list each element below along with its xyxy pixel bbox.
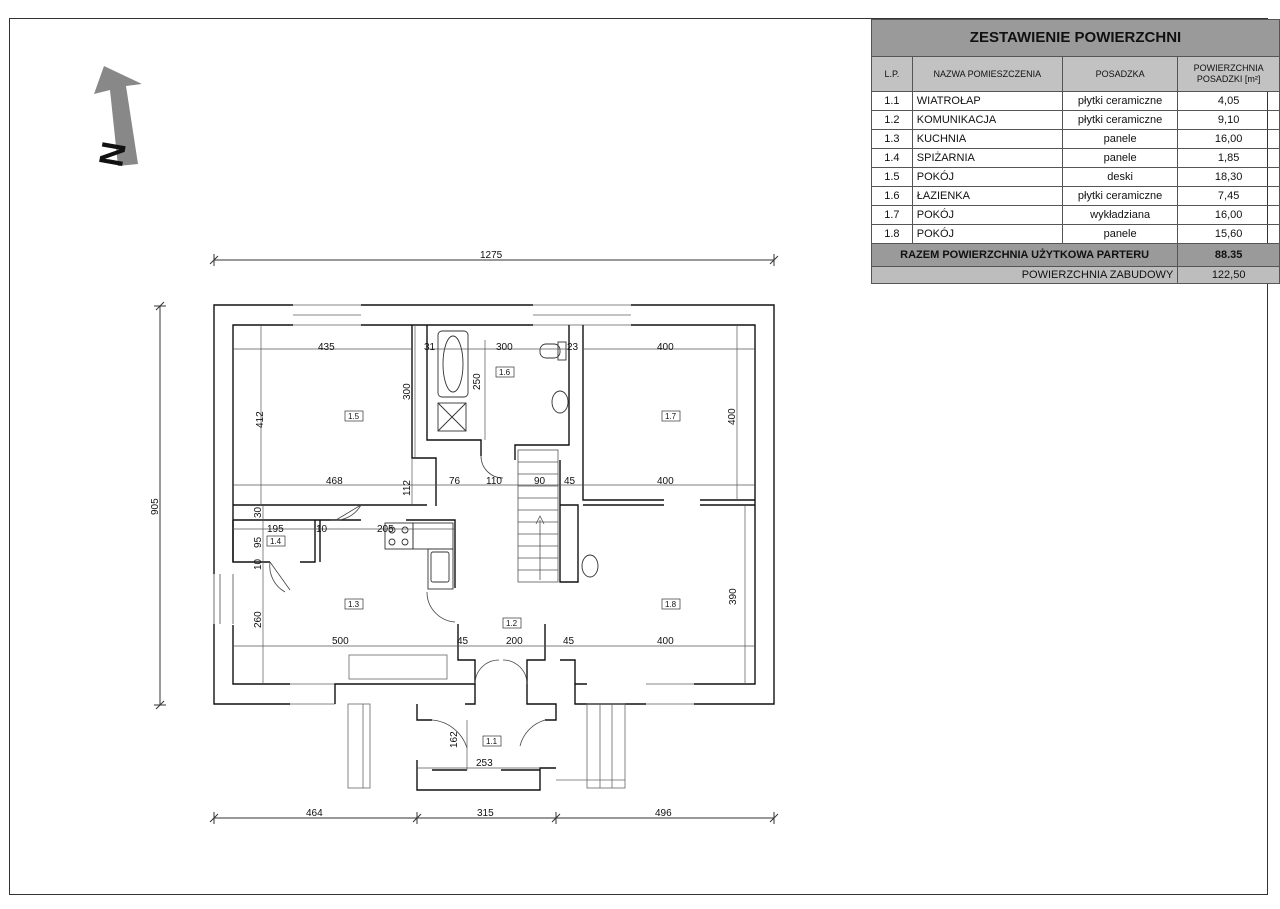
overall-width-label: 1275 (480, 250, 503, 261)
header-floor: POSADZKA (1061, 56, 1179, 92)
table-row: 1.7 POKÓJ wykładziana 16,00 (871, 205, 1280, 225)
bathtub-icon (437, 330, 469, 398)
room-tag-1-1: 1.1 (486, 737, 498, 746)
dim-30: 30 (253, 506, 264, 518)
dim-195: 195 (267, 524, 284, 535)
header-room-name: NAZWA POMIESZCZENIA (911, 56, 1063, 92)
table-row: 1.6 ŁAZIENKA płytki ceramiczne 7,45 (871, 186, 1280, 206)
room-tag-1-7: 1.7 (665, 412, 677, 421)
dim-90: 90 (534, 476, 546, 487)
total-label: RAZEM POWIERZCHNIA UŻYTKOWA PARTERU (870, 243, 1179, 267)
total-value: 88.35 (1177, 243, 1280, 267)
header-lp: L.P. (871, 56, 913, 92)
toilet-icon (539, 343, 561, 359)
dim-31: 31 (424, 342, 436, 353)
bottom-dim-left: 464 (306, 808, 323, 819)
built-area-value: 122,50 (1177, 266, 1280, 284)
dim-500: 500 (332, 636, 349, 647)
table-row: 1.4 SPIŻARNIA panele 1,85 (871, 148, 1280, 168)
interior-walls (232, 325, 755, 791)
room-tag-1-3: 1.3 (348, 600, 360, 609)
dim-10b: 10 (253, 558, 264, 570)
dim-400c: 400 (657, 636, 674, 647)
sheet-frame (9, 18, 1268, 895)
dim-95: 95 (253, 536, 264, 548)
overall-height-label: 905 (150, 498, 161, 515)
dim-400v: 400 (727, 408, 738, 425)
dim-260: 260 (253, 611, 264, 628)
interior-dimension-lines (233, 325, 755, 770)
table-row: 1.8 POKÓJ panele 15,60 (871, 224, 1280, 244)
table-row: 1.5 POKÓJ deski 18,30 (871, 167, 1280, 187)
dim-45c: 45 (563, 636, 575, 647)
kitchen-sink-icon (430, 551, 450, 583)
dim-400b: 400 (657, 476, 674, 487)
overall-width-dimension (209, 254, 779, 266)
staircase (517, 449, 559, 583)
bathroom-fixtures (437, 330, 599, 578)
shower-icon (437, 402, 467, 432)
dim-250: 250 (472, 373, 483, 390)
sink-icon (581, 554, 599, 578)
total-row: RAZEM POWIERZCHNIA UŻYTKOWA PARTERU 88.3… (870, 243, 1280, 267)
dim-45b: 45 (457, 636, 469, 647)
north-label: N (91, 139, 133, 170)
room-tag-1-6: 1.6 (499, 368, 511, 377)
dim-10: 10 (316, 524, 328, 535)
dim-205: 205 (377, 524, 394, 535)
bottom-dim-right: 496 (655, 808, 672, 819)
dim-300v: 300 (402, 383, 413, 400)
dim-300a: 300 (496, 342, 513, 353)
dim-110: 110 (486, 476, 502, 487)
overall-height-dimension (154, 301, 166, 710)
built-area-row: POWIERZCHNIA ZABUDOWY 122,50 (870, 266, 1280, 284)
table-header-row: L.P. NAZWA POMIESZCZENIA POSADZKA POWIER… (871, 56, 1280, 92)
room-tag-1-2: 1.2 (506, 619, 518, 628)
table-title-row: ZESTAWIENIE POWIERZCHNI (871, 19, 1280, 57)
north-arrow-icon: N (91, 66, 142, 169)
dim-253: 253 (476, 758, 493, 769)
kitchen-fixtures (384, 522, 454, 590)
washbasin-icon (551, 390, 569, 414)
dim-23: 23 (567, 342, 579, 353)
dim-200: 200 (506, 636, 523, 647)
header-area: POWIERZCHNIA POSADZKI [m²] (1177, 56, 1280, 92)
dim-400a: 400 (657, 342, 674, 353)
room-tag-1-5: 1.5 (348, 412, 360, 421)
door-swings (269, 455, 546, 749)
room-tag-1-4: 1.4 (270, 537, 282, 546)
room-tags (266, 366, 681, 747)
area-summary-table: ZESTAWIENIE POWIERZCHNI L.P. NAZWA POMIE… (870, 19, 1280, 284)
dim-412: 412 (255, 411, 266, 428)
room-tag-1-8: 1.8 (665, 600, 677, 609)
dim-162: 162 (449, 731, 460, 748)
bottom-dimension-chain (209, 812, 779, 824)
bottom-dim-middle: 315 (477, 808, 494, 819)
table-title: ZESTAWIENIE POWIERZCHNI (871, 19, 1280, 57)
table-row: 1.1 WIATROŁAP płytki ceramiczne 4,05 (871, 91, 1280, 111)
dim-390: 390 (728, 588, 739, 605)
dim-45a: 45 (564, 476, 576, 487)
table-row: 1.3 KUCHNIA panele 16,00 (871, 129, 1280, 149)
entrance-steps (347, 654, 626, 789)
dim-76: 76 (449, 476, 461, 487)
table-row: 1.2 KOMUNIKACJA płytki ceramiczne 9,10 (871, 110, 1280, 130)
dim-468: 468 (326, 476, 343, 487)
built-area-label: POWIERZCHNIA ZABUDOWY (870, 266, 1179, 284)
dim-435: 435 (318, 342, 335, 353)
dim-112: 112 (402, 480, 413, 496)
